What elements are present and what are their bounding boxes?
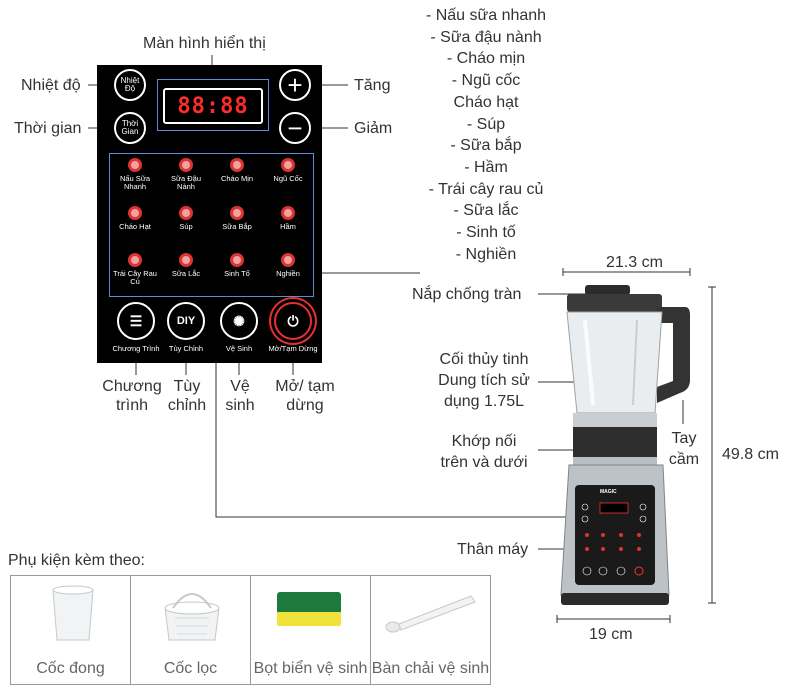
soup-icon bbox=[179, 206, 193, 220]
display-screen: 88:88 bbox=[157, 79, 269, 131]
program-item: - Hầm bbox=[464, 158, 508, 176]
temp-button[interactable]: Nhiệt Độ bbox=[114, 69, 146, 101]
accessory-label: Bọt biển vệ sinh bbox=[253, 659, 368, 677]
program-item: - Sinh tố bbox=[456, 224, 516, 242]
program-button[interactable]: Cháo Hạt bbox=[110, 206, 160, 231]
program-button[interactable]: Nghiền bbox=[263, 253, 313, 278]
program-grid: Nấu Sữa Nhanh Sữa Đậu Nành Cháo Mịn Ngũ … bbox=[109, 153, 314, 297]
time-callout: Thời gian bbox=[14, 120, 82, 137]
height-label: 49.8 cm bbox=[722, 446, 779, 463]
program-item: - Nghiền bbox=[455, 245, 517, 263]
program-item: - Nấu sữa nhanh bbox=[425, 7, 547, 24]
program-button-main[interactable]: ☰ bbox=[117, 302, 155, 340]
brand-logo: MAGIC bbox=[600, 489, 617, 495]
program-button[interactable]: Hầm bbox=[263, 206, 313, 231]
program-callout: Chương trình bbox=[102, 378, 162, 415]
custom-callout: Tùy chỉnh bbox=[167, 378, 207, 415]
grind-icon bbox=[281, 253, 295, 267]
accessory-label: Cốc đong bbox=[36, 659, 105, 677]
minus-icon[interactable]: − bbox=[279, 112, 311, 144]
program-item: Cháo hạt bbox=[453, 93, 519, 111]
display-callout: Màn hình hiển thị bbox=[143, 35, 266, 52]
program-item: - Ngũ cốc bbox=[451, 72, 521, 90]
fruit-icon bbox=[128, 253, 142, 267]
cup-icon bbox=[230, 253, 244, 267]
corn-icon bbox=[230, 206, 244, 220]
program-button[interactable]: Sữa Bắp bbox=[212, 206, 262, 231]
program-item: - Cháo mịn bbox=[446, 50, 526, 68]
body-label: Thân máy bbox=[457, 541, 529, 558]
stew-icon bbox=[281, 206, 295, 220]
start-pause-label: Mở/Tạm Dừng bbox=[268, 344, 318, 353]
accessories-title: Phụ kiện kèm theo: bbox=[8, 552, 145, 569]
decrease-callout: Giảm bbox=[354, 120, 393, 137]
sponge-icon bbox=[277, 592, 341, 626]
measuring-cup-icon bbox=[52, 585, 94, 641]
temp-callout: Nhiệt độ bbox=[21, 77, 81, 94]
power-pause-icon: ⏻ bbox=[287, 312, 299, 329]
program-button[interactable]: Cháo Mịn bbox=[212, 158, 262, 183]
handle-label: Tay cầm bbox=[668, 430, 700, 468]
plus-icon[interactable]: + bbox=[279, 69, 311, 101]
lid-label: Nắp chống tràn bbox=[412, 286, 522, 303]
depth-label: 19 cm bbox=[589, 626, 633, 643]
menu-icon: ☰ bbox=[129, 312, 143, 329]
width-label: 21.3 cm bbox=[606, 254, 663, 271]
program-button[interactable]: Trái Cây Rau Củ bbox=[110, 253, 160, 287]
start-pause-callout: Mở/ tạm dừng bbox=[275, 378, 335, 415]
program-button[interactable]: Sinh Tố bbox=[212, 253, 262, 278]
program-item: - Súp bbox=[466, 115, 506, 133]
pot-icon bbox=[128, 158, 142, 172]
increase-callout: Tăng bbox=[354, 77, 391, 94]
program-item: - Sữa lắc bbox=[453, 202, 519, 220]
pot-icon bbox=[179, 158, 193, 172]
accessory-label: Cốc lọc bbox=[163, 659, 218, 677]
sparkle-icon: ✺ bbox=[233, 312, 245, 329]
program-list: - Nấu sữa nhanh - Sữa đậu nành - Cháo mị… bbox=[406, 5, 566, 265]
program-button[interactable]: Súp bbox=[161, 206, 211, 231]
joint-label: Khớp nối trên và dưới bbox=[440, 433, 528, 471]
time-button[interactable]: Thời Gian bbox=[114, 112, 146, 144]
start-pause-button[interactable]: ⏻ bbox=[274, 302, 312, 340]
accessory-measuring-cup: Cốc đong bbox=[10, 575, 131, 685]
bottle-icon bbox=[179, 253, 193, 267]
program-label: Chương Trình bbox=[112, 344, 160, 353]
diy-button[interactable]: DIY bbox=[167, 302, 205, 340]
custom-label: Tùy Chỉnh bbox=[168, 344, 204, 353]
clean-label: Vệ Sinh bbox=[225, 344, 253, 353]
seed-icon bbox=[128, 206, 142, 220]
accessory-filter-cup: Cốc lọc bbox=[130, 575, 251, 685]
program-item: - Sữa đậu nành bbox=[430, 28, 542, 46]
bowl-icon bbox=[230, 158, 244, 172]
program-item: - Sữa bắp bbox=[450, 137, 522, 155]
control-panel: Nhiệt Độ Thời Gian 88:88 + − Nấu Sữa Nha… bbox=[97, 65, 322, 363]
blender-image bbox=[560, 285, 690, 605]
clean-button[interactable]: ✺ bbox=[220, 302, 258, 340]
clean-callout: Vệ sinh bbox=[225, 378, 255, 415]
accessory-sponge: Bọt biển vệ sinh bbox=[250, 575, 371, 685]
accessory-label: Bàn chải vệ sinh bbox=[371, 659, 490, 677]
accessory-brush: Bàn chải vệ sinh bbox=[370, 575, 491, 685]
program-item: - Trái cây rau củ bbox=[428, 180, 544, 198]
program-button[interactable]: Sữa Lắc bbox=[161, 253, 211, 278]
program-button[interactable]: Nấu Sữa Nhanh bbox=[110, 158, 160, 192]
jar-label: Cối thủy tinh Dung tích sử dụng 1.75L bbox=[438, 351, 530, 410]
display-digits: 88:88 bbox=[163, 88, 263, 124]
brush-icon bbox=[385, 595, 476, 633]
program-button[interactable]: Ngũ Cốc bbox=[263, 158, 313, 183]
filter-basket-icon bbox=[164, 593, 220, 641]
grain-icon bbox=[281, 158, 295, 172]
program-button[interactable]: Sữa Đậu Nành bbox=[161, 158, 211, 192]
